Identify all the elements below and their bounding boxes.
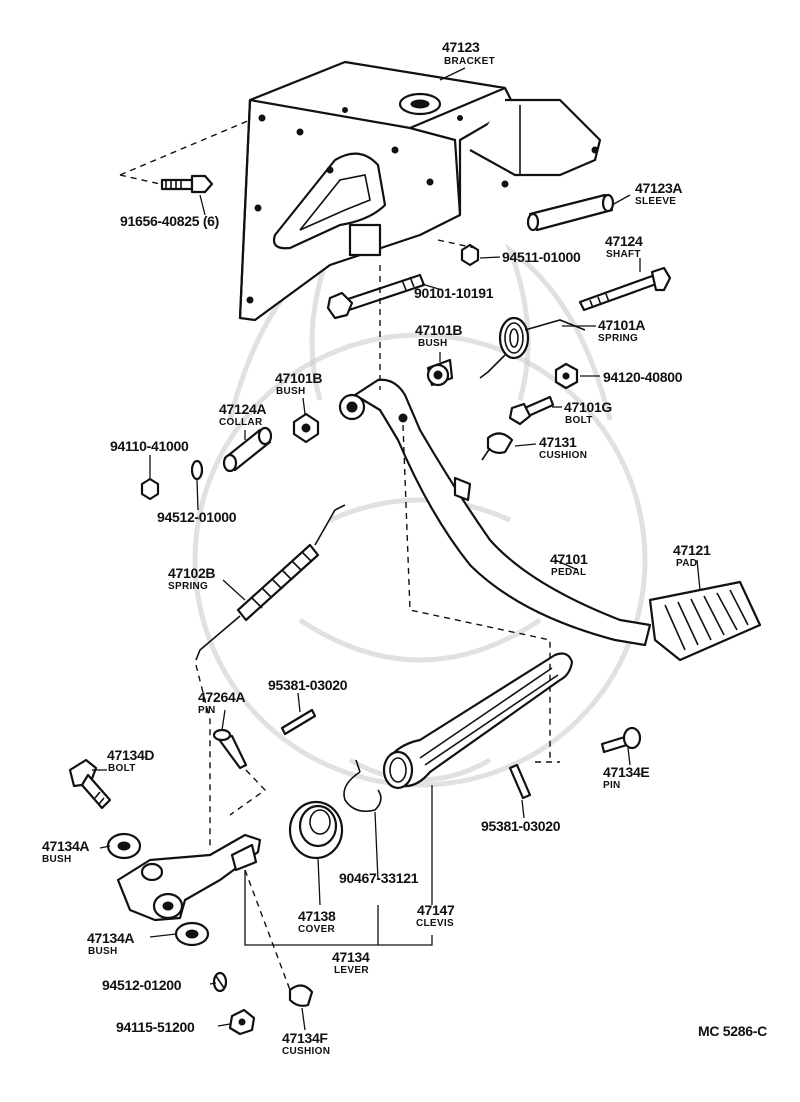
bolt-91656-part: [160, 174, 214, 194]
label-94115-number: 94115-51200: [116, 1019, 195, 1035]
pedal-part: [338, 378, 652, 647]
label-47101b-mid-number: 47101B: [275, 370, 322, 386]
lever-part: [116, 833, 262, 922]
label-47138-number: 47138: [298, 908, 336, 924]
pin-47264a-part: [212, 728, 248, 770]
label-47101g-number: 47101G: [564, 399, 612, 415]
pin-47134e-part: [600, 726, 642, 754]
label-47124a-name: COLLAR: [219, 417, 263, 428]
nut-94511-part: [460, 243, 480, 267]
bush-47134a-top-part: [106, 832, 142, 860]
bracket-part: [238, 60, 602, 322]
collar-part: [222, 426, 273, 473]
label-47134a-bottom-number: 47134A: [87, 930, 134, 946]
spring-47101a-part: [479, 316, 586, 379]
label-47131-name: CUSHION: [539, 450, 587, 461]
cover-part: [288, 800, 344, 860]
washer-94512-bottom-part: [212, 971, 228, 993]
label-90101-number: 90101-10191: [414, 285, 494, 301]
label-94110-number: 94110-41000: [110, 438, 189, 454]
diagram-code: MC 5286-C: [698, 1023, 767, 1039]
bolt-47101g-part: [508, 395, 555, 426]
label-47134f-name: CUSHION: [282, 1046, 330, 1057]
nut-94120-part: [554, 362, 579, 390]
label-47123-number: 47123: [442, 39, 480, 55]
label-91656-number: 91656-40825 (6): [120, 213, 219, 229]
label-47147-number: 47147: [417, 902, 455, 918]
cotter-pin-bottom-part: [508, 763, 532, 800]
label-95381-bottom-number: 95381-03020: [481, 818, 561, 834]
label-47134a-bottom-name: BUSH: [88, 946, 118, 957]
label-47124a-number: 47124A: [219, 401, 266, 417]
clip-part: [343, 759, 382, 813]
label-47101b-top-number: 47101B: [415, 322, 462, 338]
label-47264a-name: PIN: [198, 705, 216, 716]
label-47134e-number: 47134E: [603, 764, 649, 780]
label-47101b-top-name: BUSH: [418, 338, 448, 349]
leader-lines: [92, 67, 701, 1031]
label-47101b-mid-name: BUSH: [276, 386, 306, 397]
washer-94512-top-part: [190, 459, 204, 481]
bush-47134a-bottom-part: [174, 921, 210, 947]
label-47138-name: COVER: [298, 924, 336, 935]
label-47123a-number: 47123A: [635, 180, 682, 196]
label-47131-number: 47131: [539, 434, 577, 450]
label-47134-name: LEVER: [334, 965, 369, 976]
label-47264a-number: 47264A: [198, 689, 245, 705]
bolt-90101-part: [326, 273, 426, 320]
label-47101-name: PEDAL: [551, 567, 586, 578]
label-47134d-name: BOLT: [108, 763, 136, 774]
label-47134a-top-number: 47134A: [42, 838, 89, 854]
label-47101-number: 47101: [550, 551, 588, 567]
label-95381-top-number: 95381-03020: [268, 677, 348, 693]
bush-47101b-mid-part: [292, 412, 320, 444]
cushion-47131-part: [481, 432, 514, 461]
assembly-dashed-lines: [119, 119, 560, 991]
label-47134e-name: PIN: [603, 780, 621, 791]
nut-94115-part: [228, 1008, 256, 1036]
part-labels: 47123 BRACKET 91656-40825 (6) 47123A SLE…: [42, 39, 767, 1057]
label-47101g-name: BOLT: [565, 415, 593, 426]
label-47101a-name: SPRING: [598, 333, 638, 344]
label-47124-number: 47124: [605, 233, 643, 249]
label-94512-bottom-number: 94512-01200: [102, 977, 182, 993]
cotter-pin-top-part: [280, 708, 317, 736]
label-94512-top-number: 94512-01000: [157, 509, 237, 525]
label-47102b-number: 47102B: [168, 565, 215, 581]
label-47121-name: PAD: [676, 558, 697, 569]
clevis-part: [382, 652, 574, 790]
bush-47101b-top-part: [426, 358, 454, 387]
label-47147-name: CLEVIS: [416, 918, 454, 929]
nut-94110-part: [140, 477, 160, 501]
shaft-part: [578, 266, 672, 312]
label-47134a-top-name: BUSH: [42, 854, 72, 865]
label-47123a-name: SLEEVE: [635, 196, 676, 207]
label-47124-name: SHAFT: [606, 249, 641, 260]
label-47101a-number: 47101A: [598, 317, 645, 333]
label-47121-number: 47121: [673, 542, 711, 558]
label-94511-number: 94511-01000: [502, 249, 581, 265]
bolt-47134d-part: [68, 758, 112, 810]
sleeve-part: [526, 193, 615, 232]
label-90467-number: 90467-33121: [339, 870, 419, 886]
pad-part: [648, 580, 762, 662]
label-47123-name: BRACKET: [444, 56, 495, 67]
label-94120-number: 94120-40800: [603, 369, 683, 385]
label-47134f-number: 47134F: [282, 1030, 328, 1046]
cushion-47134f-part: [288, 984, 314, 1007]
spring-47102b-part: [195, 504, 346, 661]
label-47134d-number: 47134D: [107, 747, 154, 763]
label-47134-number: 47134: [332, 949, 370, 965]
watermark-emblem: [192, 243, 648, 788]
label-47102b-name: SPRING: [168, 581, 208, 592]
